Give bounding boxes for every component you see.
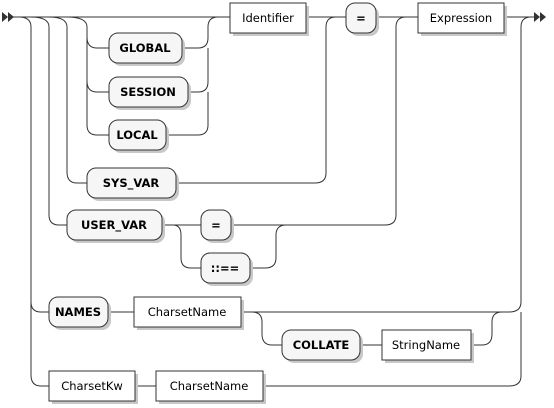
assign-label: ::== bbox=[211, 261, 239, 275]
sys-var-label: SYS_VAR bbox=[103, 176, 160, 191]
user-var-node: USER_VAR bbox=[66, 209, 165, 243]
charset-name-label-1: CharsetName bbox=[148, 305, 227, 319]
equals-label-user-var: = bbox=[211, 218, 221, 232]
expression-label: Expression bbox=[430, 11, 492, 25]
string-name-label: StringName bbox=[392, 338, 460, 352]
charset-name-label-2: CharsetName bbox=[170, 379, 249, 393]
charset-kw-label: CharsetKw bbox=[61, 379, 123, 393]
global-node: GLOBAL bbox=[108, 32, 185, 66]
identifier-label: Identifier bbox=[242, 11, 294, 25]
expression-node: Expression bbox=[417, 2, 507, 36]
start-marker bbox=[2, 12, 14, 22]
names-label: NAMES bbox=[55, 305, 101, 319]
session-node: SESSION bbox=[108, 76, 191, 110]
user-var-label: USER_VAR bbox=[81, 218, 147, 233]
connector-lines bbox=[11, 16, 534, 387]
charset-kw-node: CharsetKw bbox=[48, 370, 138, 404]
end-marker bbox=[534, 12, 546, 22]
names-node: NAMES bbox=[48, 296, 111, 330]
sys-var-node: SYS_VAR bbox=[86, 167, 179, 201]
local-label: LOCAL bbox=[116, 128, 158, 142]
identifier-node: Identifier bbox=[229, 2, 309, 36]
equals-node-top: = bbox=[345, 2, 379, 36]
global-label: GLOBAL bbox=[119, 41, 171, 55]
collate-node: COLLATE bbox=[281, 329, 363, 363]
session-label: SESSION bbox=[120, 85, 176, 99]
equals-label-top: = bbox=[356, 11, 366, 25]
collate-label: COLLATE bbox=[293, 338, 350, 352]
string-name-node: StringName bbox=[381, 329, 474, 363]
assign-node: ::== bbox=[200, 252, 253, 286]
charset-name-node-2: CharsetName bbox=[155, 370, 266, 404]
equals-node-user-var: = bbox=[200, 209, 234, 243]
local-node: LOCAL bbox=[108, 119, 169, 153]
charset-name-node-1: CharsetName bbox=[133, 296, 244, 330]
